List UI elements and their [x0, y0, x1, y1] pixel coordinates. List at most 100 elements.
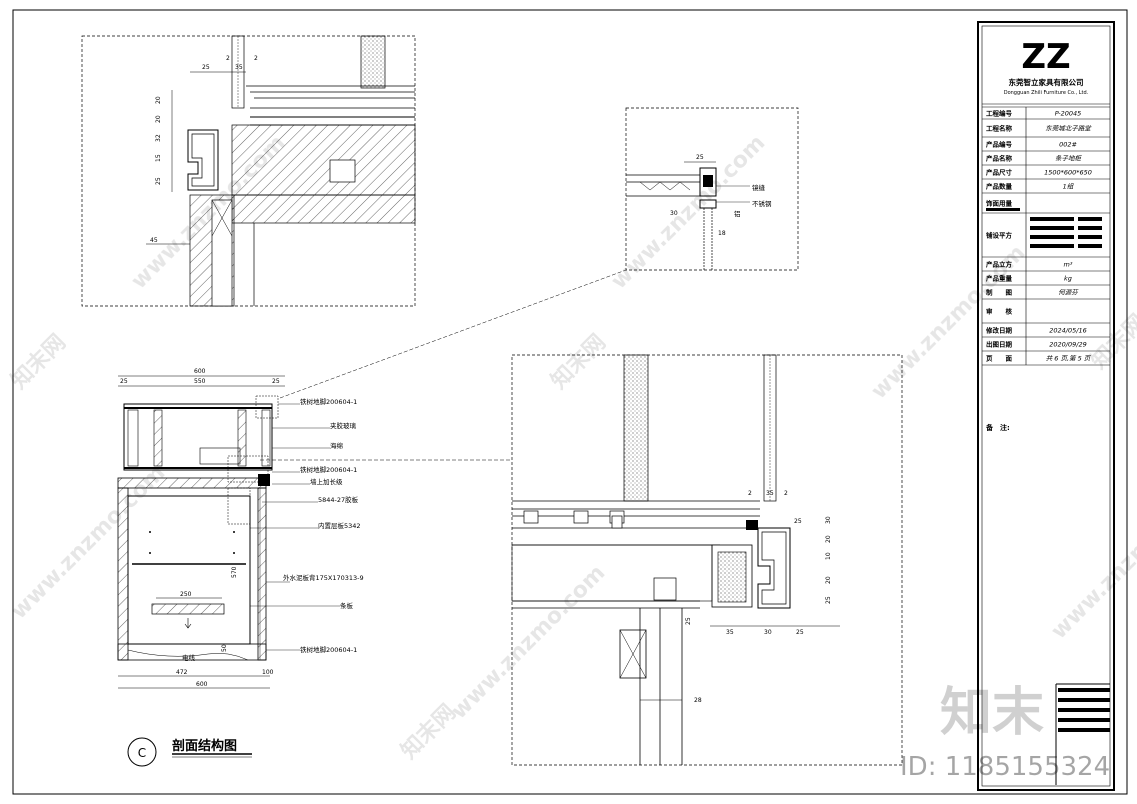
title-block-value: 东莞城北子路堂 — [1045, 125, 1092, 133]
watermark-brand: 知末网 — [396, 699, 461, 764]
callout-label: 铁树地脚200604-1 — [300, 397, 357, 406]
title-block-key: 制 图 — [986, 288, 1013, 297]
redacted-bar — [1078, 217, 1102, 221]
logo-letters: ZZ — [1021, 37, 1070, 77]
company-logo: ZZ — [1021, 37, 1070, 77]
watermark-text: www.znzmo.com — [867, 240, 1031, 404]
dim-text: 25 — [794, 518, 802, 525]
dim-text: 50 — [221, 644, 228, 652]
callout-label: 不锈钢 — [752, 199, 772, 208]
callout-label: 铁树地脚200604-1 — [300, 645, 357, 654]
dim-text: 35 — [235, 64, 243, 71]
redacted-bar — [1078, 244, 1102, 248]
detail-large: 2 35 2 25 30 20 10 20 25 35 30 25 28 25 — [511, 354, 903, 766]
section-caption: C 剖面结构图 — [127, 737, 252, 767]
watermark-brand: 知末网 — [546, 329, 611, 394]
dim-text: 2 — [784, 490, 788, 497]
redacted-bar — [1030, 226, 1074, 230]
dim-text: 30 — [764, 629, 772, 636]
dim-text: 20 — [825, 576, 832, 584]
title-block-value: 共 6 页,第 5 页 — [1046, 355, 1092, 363]
title-block: ZZ 东莞智立家具有限公司 Dongguan Zhili Furniture C… — [977, 21, 1115, 791]
dim-text: 100 — [262, 669, 274, 676]
company-name-cn: 东莞智立家具有限公司 — [1009, 77, 1084, 87]
detail-top-left: 20 20 32 15 25 25 35 2 2 45 — [81, 35, 416, 307]
watermark-id: ID: 1185155324 — [900, 752, 1110, 782]
watermark-brand: 知末网 — [6, 329, 71, 394]
dim-text: 28 — [694, 697, 702, 704]
dim-text: 25 — [825, 596, 832, 604]
title-block-key: 工程名称 — [986, 124, 1013, 133]
redacted-bar — [1030, 217, 1074, 221]
callout-label: 镜缝 — [752, 183, 766, 192]
callout-labels: 铁树地脚200604-1 夹胶玻璃 海绵 铁树地脚200604-1 墙上加长级 … — [182, 397, 364, 662]
dim-text: 45 — [150, 237, 158, 244]
callout-label: 铝 — [734, 209, 741, 218]
title-block-row: 铺设平方 — [982, 213, 1110, 258]
dim-text: 250 — [180, 591, 192, 598]
callout-label: 外水泥板背175X170313-9 — [283, 573, 364, 582]
title-block-key: 饰面用量 — [986, 199, 1013, 208]
callout-label: 5844-27胶板 — [318, 495, 359, 504]
title-block-row: 产品重量 kg — [982, 271, 1110, 286]
title-block-value: 2020/09/29 — [1049, 341, 1086, 349]
dim-text: 25 — [272, 378, 280, 385]
redacted-bar — [1030, 235, 1074, 239]
section-drawing: 600 550 25 25 250 570 — [117, 368, 364, 767]
title-block-value: 002# — [1059, 141, 1077, 149]
dim-text: 600 — [194, 368, 206, 375]
redacted-bar — [1030, 244, 1074, 248]
dim-text: 30 — [670, 210, 678, 217]
detail-small: 25 30 18 镜缝 不锈钢 铝 — [625, 107, 799, 271]
dim-text: 35 — [726, 629, 734, 636]
redacted-bar — [1078, 235, 1102, 239]
section-badge: C — [138, 746, 146, 760]
title-block-key: 铺设平方 — [986, 231, 1013, 240]
title-block-key: 修改日期 — [985, 326, 1013, 335]
dim-text: 30 — [825, 516, 832, 524]
title-block-key: 页 面 — [986, 355, 1013, 363]
callout-label: 夹胶玻璃 — [330, 421, 357, 430]
company-name-en: Dongguan Zhili Furniture Co., Ltd. — [1004, 90, 1089, 96]
leader-line — [279, 269, 627, 399]
title-block-value: 1组 — [1063, 183, 1074, 191]
title-block-row: 页 面 共 6 页,第 5 页 — [982, 351, 1110, 366]
dim-text: 25 — [120, 378, 128, 385]
dim-text: 35 — [766, 490, 774, 497]
title-block-value: 条子地柜 — [1055, 155, 1083, 163]
title-block-row: 制 图何源芬 — [982, 285, 1110, 300]
title-block-value: kg — [1064, 275, 1072, 283]
title-block-value: 1500*600*650 — [1044, 169, 1092, 177]
dim-text: 25 — [202, 64, 210, 71]
dim-text: 600 — [196, 681, 208, 688]
section-caption-text: 剖面结构图 — [172, 738, 237, 754]
title-block-row: 出图日期 2020/09/29 — [982, 337, 1110, 352]
dim-text: 20 — [155, 96, 162, 104]
title-block-row: 审 核 — [982, 299, 1110, 324]
notes-label: 备 注: — [985, 423, 1010, 432]
callout-label: 内置层板5342 — [318, 521, 361, 530]
dim-text: 472 — [176, 669, 188, 676]
title-block-key: 出图日期 — [986, 340, 1013, 349]
title-block-key: 产品名称 — [986, 154, 1013, 163]
watermark-brand: 知末网 — [1086, 309, 1137, 374]
title-block-key: 产品立方 — [986, 260, 1013, 269]
dim-text: 18 — [718, 230, 726, 237]
redacted-bar — [1078, 226, 1102, 230]
dim-text: 550 — [194, 378, 206, 385]
dim-text: 25 — [696, 154, 704, 161]
dim-text: 25 — [155, 177, 162, 185]
dim-text: 25 — [685, 617, 692, 625]
watermark-text: www.znzmo.com — [447, 560, 611, 724]
title-block-key: 产品重量 — [986, 274, 1013, 283]
dim-text: 15 — [155, 154, 162, 162]
dim-text: 25 — [796, 629, 804, 636]
